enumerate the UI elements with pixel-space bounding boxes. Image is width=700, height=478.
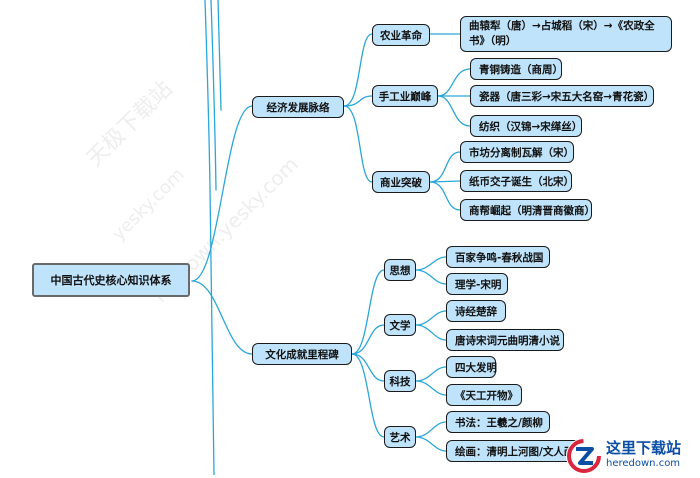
node-handicraft[interactable]: 手工业巅峰 xyxy=(372,85,438,107)
leaf-four-inventions[interactable]: 四大发明 xyxy=(446,356,497,378)
branch-culture[interactable]: 文化成就里程碑 xyxy=(252,343,352,365)
branch-economy[interactable]: 经济发展脉络 xyxy=(252,96,344,118)
node-agriculture[interactable]: 农业革命 xyxy=(372,24,430,46)
leaf-porcelain[interactable]: 瓷器（唐三彩→宋五大名窑→青花瓷） xyxy=(470,85,654,107)
leaf-bronze[interactable]: 青铜铸造（商周） xyxy=(470,58,563,80)
site-logo: 这里下载站 heredown.com xyxy=(566,437,700,475)
leaf-tiangong-kaiwu[interactable]: 《天工开物》 xyxy=(446,384,522,406)
leaf-painting[interactable]: 绘画：清明上河图/文人画 xyxy=(446,440,592,462)
node-literature[interactable]: 文学 xyxy=(384,314,416,336)
leaf-poetry-novels[interactable]: 唐诗宋词元曲明清小说 xyxy=(446,329,564,351)
leaf-merchant-guilds[interactable]: 商帮崛起（明清晋商徽商） xyxy=(460,199,595,221)
leaf-shijing-chuci[interactable]: 诗经楚辞 xyxy=(446,300,506,322)
root-node[interactable]: 中国古代史核心知识体系 xyxy=(32,263,190,297)
logo-icon xyxy=(566,438,602,474)
leaf-paper-money[interactable]: 纸币交子诞生（北宋） xyxy=(460,170,574,192)
leaf-agriculture-tools[interactable]: 曲辕犁（唐）→占城稻（宋）→《农政全书》（明） xyxy=(460,16,672,52)
logo-text-cn: 这里下载站 xyxy=(606,439,682,457)
leaf-textile[interactable]: 纺织（汉锦→宋缂丝） xyxy=(470,115,582,137)
leaf-hundred-schools[interactable]: 百家争鸣-春秋战国 xyxy=(446,246,550,268)
logo-text-en: heredown.com xyxy=(606,458,681,469)
leaf-calligraphy[interactable]: 书法：王羲之/颜柳 xyxy=(446,411,550,433)
node-commerce[interactable]: 商业突破 xyxy=(372,171,430,193)
node-art[interactable]: 艺术 xyxy=(384,426,416,448)
leaf-neo-confucianism[interactable]: 理学-宋明 xyxy=(446,273,508,295)
node-thought[interactable]: 思想 xyxy=(384,259,416,281)
node-science[interactable]: 科技 xyxy=(384,370,416,392)
leaf-market-system[interactable]: 市坊分离制瓦解（宋） xyxy=(460,141,574,163)
